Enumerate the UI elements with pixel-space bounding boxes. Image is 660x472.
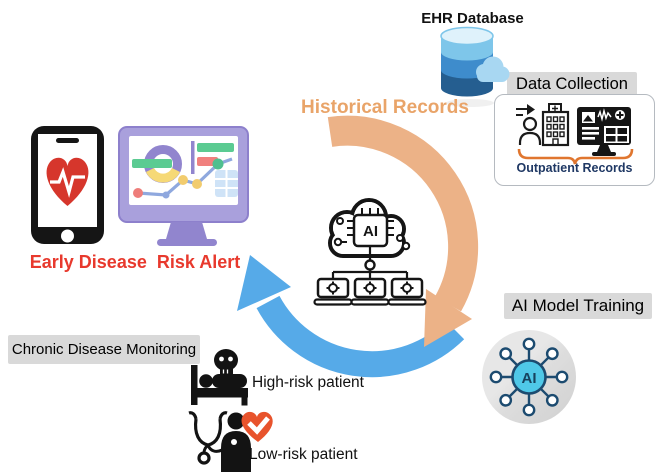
bar-chart — [191, 141, 234, 174]
health-phone-icon — [31, 126, 104, 244]
ai-chip-label: AI — [363, 223, 378, 240]
ai-cloud-icon: AI — [313, 198, 427, 306]
outpatient-records-label: Outpatient Records — [516, 161, 633, 175]
data-collection-box: Data Collection — [507, 72, 637, 96]
chronic-disease-monitoring-label: Chronic Disease Monitoring — [11, 341, 197, 358]
cloud-icon — [476, 56, 510, 82]
laptop-icons — [313, 277, 427, 306]
chronic-disease-monitoring-box: Chronic Disease Monitoring — [8, 335, 200, 364]
low-risk-patient-label: Low-risk patient — [249, 446, 358, 463]
heart-check-icon — [241, 411, 273, 442]
high-risk-patient-label: High-risk patient — [252, 374, 364, 391]
data-table — [215, 170, 238, 197]
data-collection-label: Data Collection — [516, 74, 628, 93]
donut-chart — [132, 145, 182, 183]
historical-records-arrow — [327, 115, 479, 347]
ai-model-training-label: AI Model Training — [511, 296, 645, 315]
historical-records-label: Historical Records — [301, 97, 469, 118]
feedback-arrow — [237, 255, 465, 378]
ai-model-training-box: AI Model Training — [504, 293, 652, 319]
line-chart — [133, 157, 233, 199]
stethoscope-icon — [188, 411, 235, 465]
ehr-database-label: EHR Database — [421, 10, 524, 27]
ai-model-training-icon: AI — [482, 330, 576, 424]
skull-icon — [214, 349, 238, 375]
heart-pulse-icon — [46, 157, 89, 206]
patient-bed-icon — [191, 365, 248, 406]
early-disease-risk-alert-label: Early Disease Risk Alert — [29, 252, 241, 272]
ai-node-label: AI — [522, 370, 537, 387]
dashboard-monitor-icon — [118, 126, 249, 246]
